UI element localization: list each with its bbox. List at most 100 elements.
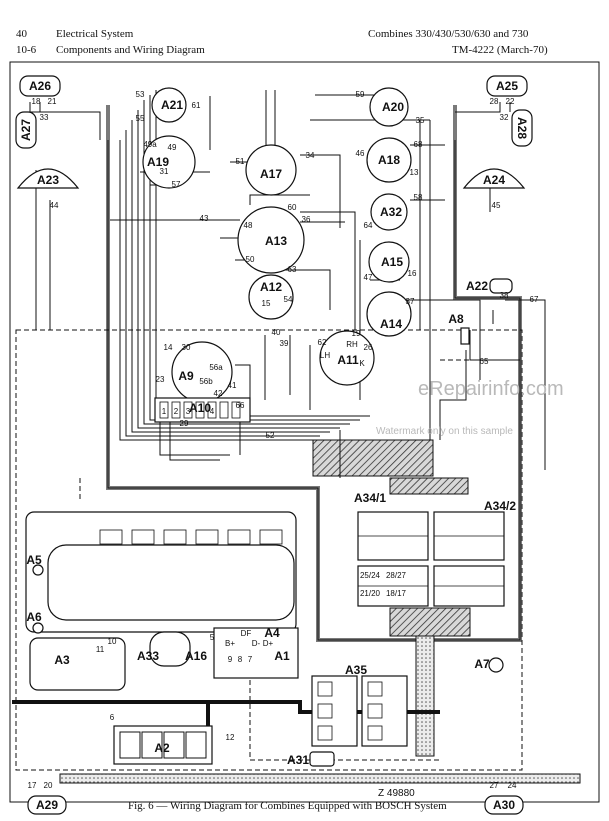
terminal-label: 19 [352, 329, 361, 338]
subsection-title: Components and Wiring Diagram [56, 44, 205, 56]
terminal-label: 4 [210, 407, 215, 416]
label-a13: A13 [265, 234, 287, 248]
terminal-label: 23 [156, 375, 165, 384]
terminal-label: 30 [182, 343, 191, 352]
label-a17: A17 [260, 167, 282, 181]
terminal-label: 36 [302, 215, 311, 224]
terminal-label: 35 [416, 116, 425, 125]
terminal-label: 12 [226, 733, 235, 742]
tm-code: TM-4222 (March-70) [452, 44, 548, 56]
label-a9: A9 [178, 369, 194, 383]
terminal-label: 66 [236, 401, 245, 410]
terminal-label: 48 [244, 221, 253, 230]
harness-dotted-horizontal [59, 773, 581, 784]
terminal-label: 46 [356, 149, 365, 158]
label-a10: A10 [189, 401, 211, 415]
terminal-label: 58 [414, 193, 423, 202]
watermark-site: eRepairinfo.com [418, 378, 564, 400]
terminal-label: 21 [48, 97, 57, 106]
terminal-label: 54 [284, 295, 293, 304]
terminal-label: 68 [414, 140, 423, 149]
terminal-label: 18 [32, 97, 41, 106]
terminal-label: 43 [200, 214, 209, 223]
terminal-label: 10 [108, 637, 117, 646]
diagram-frame [9, 61, 600, 803]
terminal-label: 18/17 [386, 589, 407, 598]
section-number: 10-6 [16, 44, 37, 56]
label-a15: A15 [381, 255, 403, 269]
terminal-label: 50 [246, 255, 255, 264]
page-number: 40 [16, 28, 27, 40]
terminal-label: 22 [506, 97, 515, 106]
terminal-label: 64 [364, 221, 373, 230]
label-a22: A22 [466, 279, 488, 293]
terminal-label: 16 [408, 269, 417, 278]
label-a21: A21 [161, 98, 183, 112]
label-a16: A16 [185, 649, 207, 663]
terminal-label: 59 [356, 90, 365, 99]
watermark-note: Watermark only on this sample [376, 426, 513, 437]
label-a31: A31 [287, 753, 309, 767]
terminal-label: 61 [192, 101, 201, 110]
terminal-label: 24 [508, 781, 517, 790]
terminal-label: 13 [410, 168, 419, 177]
terminal-label: 26 [364, 343, 373, 352]
terminal-label: 52 [266, 431, 275, 440]
terminal-label: 27 [490, 781, 499, 790]
terminal-label: 42 [214, 389, 223, 398]
label-a30: A30 [493, 798, 515, 812]
label-a26: A26 [29, 79, 51, 93]
terminal-label: 29 [180, 419, 189, 428]
label-a4: A4 [264, 626, 280, 640]
harness-dotted-vertical [415, 635, 435, 757]
terminal-label: 7 [248, 655, 253, 664]
terminal-label: B+ [225, 639, 235, 648]
terminal-label: 45 [492, 201, 501, 210]
label-a32: A32 [380, 205, 402, 219]
terminal-label: 40 [272, 328, 281, 337]
terminal-label: D+ [263, 639, 274, 648]
label-a34-2: A34/2 [484, 499, 516, 513]
terminal-label: 55 [136, 114, 145, 123]
label-a35: A35 [345, 663, 367, 677]
terminal-label: 41 [228, 381, 237, 390]
label-a20: A20 [382, 100, 404, 114]
terminal-label: 3 [186, 407, 191, 416]
label-a2: A2 [154, 741, 170, 755]
terminal-label: 2 [174, 407, 179, 416]
terminal-label: 33 [40, 113, 49, 122]
models-line: Combines 330/430/530/630 and 730 [368, 28, 529, 40]
terminal-label: K [359, 359, 365, 368]
terminal-label: 51 [236, 157, 245, 166]
terminal-label: 56b [199, 377, 213, 386]
label-a25: A25 [496, 79, 518, 93]
terminal-label: 34 [306, 151, 315, 160]
label-a14: A14 [380, 317, 402, 331]
label-a29: A29 [36, 798, 58, 812]
label-a7: A7 [474, 657, 490, 671]
terminal-label: DF [241, 629, 252, 638]
terminal-label: 6 [110, 713, 115, 722]
label-a3: A3 [54, 653, 70, 667]
label-a34-1: A34/1 [354, 491, 386, 505]
terminal-label: 38 [500, 291, 509, 300]
terminal-label: 31 [160, 167, 169, 176]
terminal-label: 63 [288, 265, 297, 274]
terminal-label: 49a [143, 140, 157, 149]
label-a1: A1 [274, 649, 290, 663]
label-a12: A12 [260, 280, 282, 294]
terminal-label: 37 [406, 297, 415, 306]
terminal-label: 56a [209, 363, 223, 372]
section-title: Electrical System [56, 28, 134, 40]
label-a19: A19 [147, 155, 169, 169]
terminal-label: 9 [228, 655, 233, 664]
label-a23: A23 [37, 173, 59, 187]
terminal-label: 8 [238, 655, 243, 664]
terminal-label: 47 [364, 273, 373, 282]
terminal-label: 39 [280, 339, 289, 348]
terminal-label: 17 [28, 781, 37, 790]
terminal-label: 62 [318, 338, 327, 347]
label-a8: A8 [448, 312, 464, 326]
label-a18: A18 [378, 153, 400, 167]
label-a11: A11 [337, 353, 359, 367]
